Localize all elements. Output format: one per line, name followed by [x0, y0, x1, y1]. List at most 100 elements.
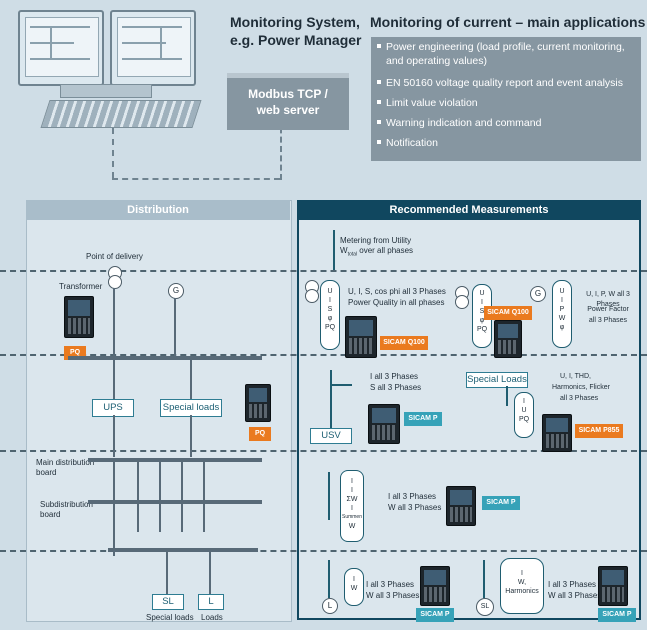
application-item: Warning indication and command [377, 117, 541, 130]
row4-right-text-line2: W all 3 Phases [548, 591, 602, 600]
sicam-q100-tag: SICAM Q100 [380, 336, 428, 350]
feeder-line [137, 504, 139, 532]
system-title-line2: e.g. Power Manager [230, 32, 362, 48]
sicam-device [345, 316, 377, 358]
feeder-line [506, 386, 508, 406]
measurements-panel [297, 200, 641, 620]
busbar [68, 356, 262, 360]
feeder-line [483, 560, 485, 598]
sicam-q100-tag: SICAM Q100 [484, 306, 532, 320]
metering-label-line1: Metering from Utility [340, 236, 412, 245]
keyboard-icon [40, 100, 202, 128]
subdistribution-busbar [88, 500, 262, 504]
row2-right-text-line2: Harmonics, Flicker [552, 384, 610, 391]
row2-left-text-line1: I all 3 Phases [370, 372, 419, 381]
application-item: Power engineering (load profile, current… [377, 41, 625, 54]
monitor-left-icon [18, 10, 104, 86]
application-item: Notification [377, 137, 438, 150]
main-board-label-line2: board [36, 468, 57, 477]
special-loads-label: Special loads [146, 613, 194, 622]
sub-board-label-line1: Subdistribution [40, 500, 93, 509]
sicam-p-tag: SICAM P [598, 608, 636, 622]
feeder-line [203, 462, 205, 500]
row4-left-text-line1: I all 3 Phases [366, 580, 415, 589]
level-separator [0, 354, 647, 356]
bottom-busbar [108, 548, 258, 552]
feeder-line [328, 560, 330, 598]
row1-right-text-line1: U, I, P, W all 3 Phases [586, 291, 630, 308]
transformer-symbol-icon [108, 275, 122, 289]
distribution-header: Distribution [26, 200, 290, 220]
application-item-cont: and operating values) [386, 55, 487, 67]
sicam-device [420, 566, 450, 606]
sicam-device [368, 404, 400, 444]
feeder-line [166, 552, 168, 594]
row1-left-text-line2: Power Quality in all phases [348, 298, 445, 307]
special-loads-box: Special Loads [466, 372, 528, 388]
feeder-line [330, 370, 332, 428]
feeder-line [181, 462, 183, 500]
sicam-device [446, 486, 476, 526]
row2-right-text-line1: U, I, THD, [560, 373, 591, 380]
feeder-line [181, 504, 183, 532]
feeder-line [113, 504, 115, 556]
network-dashed-line [112, 128, 114, 178]
feeder-line [328, 472, 330, 520]
feeder-line [113, 288, 115, 358]
feeder-line [203, 504, 205, 532]
row4-left-text-line2: W all 3 Phases [366, 591, 420, 600]
usv-box: USV [310, 428, 352, 444]
feeder-line [113, 415, 115, 457]
metering-label-line2: Wtotal over all phases [340, 246, 414, 258]
modbus-box: Modbus TCP / web server [227, 73, 349, 130]
system-title-line1: Monitoring System, [230, 14, 360, 30]
feeder-line [190, 415, 192, 457]
application-item: Limit value violation [377, 97, 478, 110]
point-of-delivery-label: Point of delivery [86, 252, 143, 261]
measurement-box-uispq: U I S φ PQ [320, 280, 340, 350]
network-dashed-line [280, 118, 282, 180]
sub-board-label-line2: board [40, 510, 61, 519]
feeder-line [190, 360, 192, 399]
sicam-device [494, 320, 522, 358]
measurements-title: Recommended Measurements [389, 204, 549, 216]
row1-left-text-line1: U, I, S, cos phi all 3 Phases [348, 287, 446, 296]
pq-meter-device [245, 384, 271, 422]
measurement-box-harmonics: I W, Harmonics [500, 558, 544, 614]
feeder-line [174, 298, 176, 358]
monitor-right-icon [110, 10, 196, 86]
row1-right-text-line3: all 3 Phases [588, 317, 628, 324]
main-distribution-busbar [88, 458, 262, 462]
modbus-label-line1: Modbus TCP / [248, 87, 328, 101]
row3-text-line2: W all 3 Phases [388, 503, 442, 512]
utility-feed-line [333, 230, 335, 270]
generator-symbol-icon: G [168, 283, 184, 299]
measurement-box-sum: I I ΣW I Summen W [340, 470, 364, 542]
feeder-line [209, 552, 211, 594]
transformer-symbol-icon [305, 289, 319, 303]
row3-text-line1: I all 3 Phases [388, 492, 437, 501]
measurement-box-uipw: U I P W φ [552, 280, 572, 348]
transformer-label: Transformer [59, 282, 103, 291]
applications-title: Monitoring of current – main application… [370, 14, 646, 30]
pq-tag: PQ [249, 427, 271, 441]
monitor-stand-icon [60, 84, 152, 98]
modbus-label-line2: web server [256, 103, 320, 117]
transformer-symbol-icon [455, 295, 469, 309]
feeder-line [159, 504, 161, 532]
applications-panel: Power engineering (load profile, current… [371, 37, 641, 161]
row1-right-text-line2: Power Factor [587, 306, 629, 313]
feeder-line [137, 462, 139, 500]
loads-label: Loads [201, 613, 223, 622]
level-separator [0, 450, 647, 452]
row2-left-text-line2: S all 3 Phases [370, 383, 422, 392]
distribution-title: Distribution [127, 204, 189, 216]
special-load-sl-symbol-icon: SL [476, 598, 494, 616]
sicam-p-tag: SICAM P [404, 412, 442, 426]
load-l-symbol-icon: L [322, 598, 338, 614]
pq-meter-device [64, 296, 94, 338]
sicam-p855-tag: SICAM P855 [575, 424, 623, 438]
feeder-line [113, 462, 115, 500]
row4-right-text-line1: I all 3 Phases [548, 580, 597, 589]
